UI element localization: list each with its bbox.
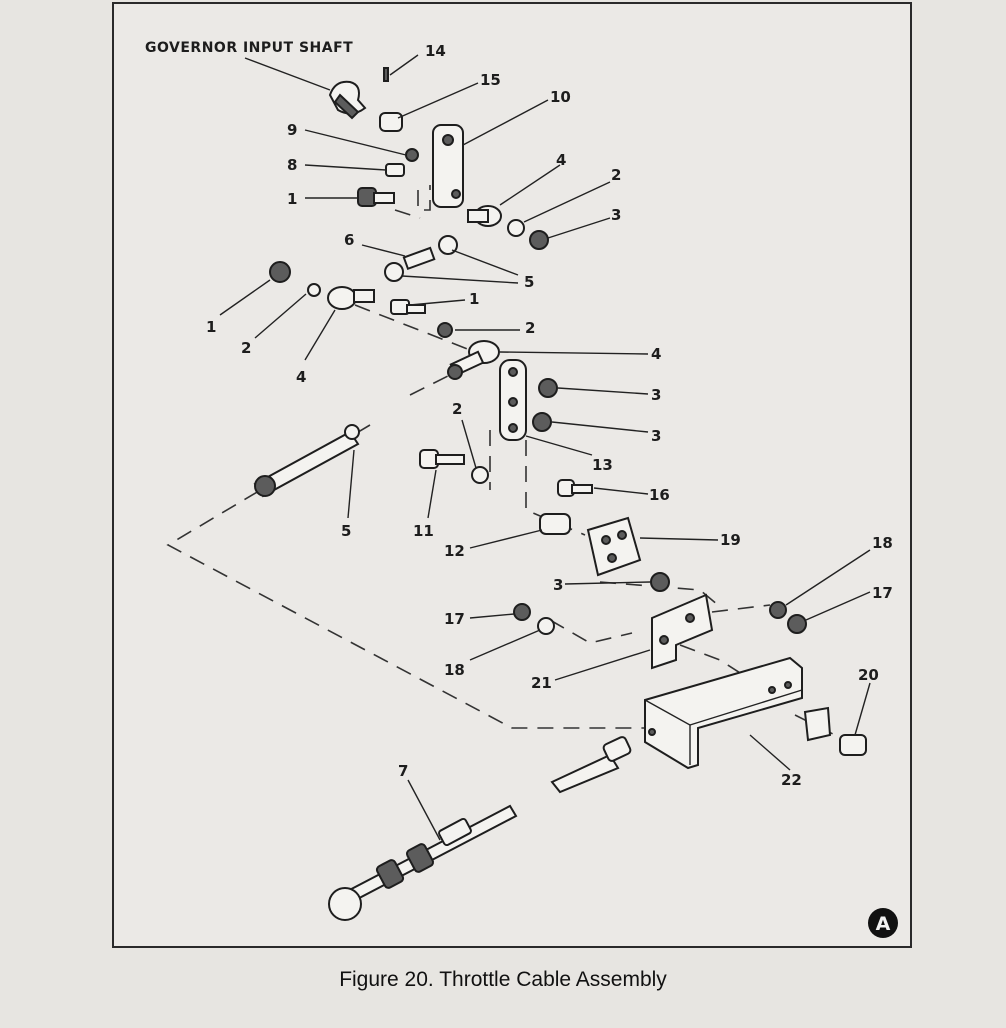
washer-part-2-lower — [471, 466, 489, 484]
washer-part-2-upper — [507, 219, 525, 237]
callout-18-right: 18 — [872, 534, 893, 552]
lever-part-13 — [499, 359, 527, 441]
callout-6: 6 — [344, 231, 354, 249]
washer-part-18-left — [537, 617, 555, 635]
throttle-cable-part-7 — [328, 804, 518, 921]
callout-18-left: 18 — [444, 661, 465, 679]
bolt-part-1-left — [269, 261, 291, 283]
bracket-part-21 — [651, 593, 714, 670]
spacer-part-12 — [539, 513, 571, 535]
callout-15: 15 — [480, 71, 501, 89]
bolt-part-1-middle — [390, 299, 426, 315]
callout-10: 10 — [550, 88, 571, 106]
callout-14: 14 — [425, 42, 446, 60]
callout-5-nuts: 5 — [524, 273, 534, 291]
nut-part-17-left — [513, 603, 531, 621]
callout-7: 7 — [398, 762, 408, 780]
cable-fitting — [550, 736, 632, 794]
rod-end-part-4-lower — [447, 340, 500, 380]
view-marker-letter: A — [876, 913, 891, 935]
leader-lines — [219, 54, 871, 841]
governor-input-shaft-label: GOVERNOR INPUT SHAFT — [145, 40, 353, 56]
support-part-22 — [644, 656, 803, 770]
washer-part-9 — [405, 148, 419, 162]
callout-4-lower: 4 — [651, 345, 661, 363]
assembly-dashed-lines — [166, 185, 836, 736]
nut-part-5-lower — [384, 262, 404, 282]
figure-caption: Figure 20. Throttle Cable Assembly — [339, 968, 667, 991]
bolt-part-1-upper — [357, 187, 395, 207]
view-marker: A — [868, 908, 898, 938]
callout-19: 19 — [720, 531, 741, 549]
stud-part-6 — [402, 246, 436, 271]
washer-part-2-middle — [437, 322, 453, 338]
callout-20: 20 — [858, 666, 879, 684]
callout-13: 13 — [592, 456, 613, 474]
rod-end-part-4-left — [327, 286, 375, 310]
callout-3-b: 3 — [651, 427, 661, 445]
nut-part-15 — [379, 112, 403, 132]
callout-16: 16 — [649, 486, 670, 504]
plate-part-19 — [586, 516, 642, 577]
upper-lever-part-10 — [432, 124, 464, 208]
nut-part-3-b — [532, 412, 552, 432]
callout-2-middle: 2 — [525, 319, 535, 337]
callout-1-middle: 1 — [469, 290, 479, 308]
callout-5-cable-end: 5 — [341, 522, 351, 540]
bolt-part-16 — [557, 479, 593, 497]
figure-frame — [112, 2, 912, 948]
callout-17-left: 17 — [444, 610, 465, 628]
nut-part-3-upper — [529, 230, 549, 250]
governor-input-shaft-part — [328, 80, 367, 120]
callout-3-lower: 3 — [553, 576, 563, 594]
callout-17-right: 17 — [872, 584, 893, 602]
callout-1-left: 1 — [206, 318, 216, 336]
callout-4-upper: 4 — [556, 151, 566, 169]
rod-end-part-4-upper — [467, 205, 502, 227]
callout-2-lower: 2 — [452, 400, 462, 418]
callout-4-left: 4 — [296, 368, 306, 386]
callout-21: 21 — [531, 674, 552, 692]
callout-8: 8 — [287, 156, 297, 174]
pin-part-14 — [383, 67, 389, 82]
screw-part-8 — [385, 163, 405, 177]
cable-end-part-5 — [253, 424, 360, 498]
washer-part-2-left — [307, 283, 321, 297]
nut-part-3-a — [538, 378, 558, 398]
callout-1-upper: 1 — [287, 190, 297, 208]
callout-3-upper: 3 — [611, 206, 621, 224]
exploded-parts-diagram: GOVERNOR INPUT SHAFT 14 15 10 9 8 1 4 2 … — [145, 40, 898, 938]
callout-9: 9 — [287, 121, 297, 139]
washer-part-18-right — [769, 601, 787, 619]
nut-part-17-right — [787, 614, 807, 634]
callout-2-left: 2 — [241, 339, 251, 357]
callout-22: 22 — [781, 771, 802, 789]
clip-part-20 — [803, 706, 867, 756]
callout-labels: 14 15 10 9 8 1 4 2 3 6 5 1 2 1 4 2 4 3 3… — [206, 42, 893, 789]
bolt-part-11 — [419, 449, 465, 469]
callout-3-a: 3 — [651, 386, 661, 404]
callout-12: 12 — [444, 542, 465, 560]
nut-part-3-lower — [650, 572, 670, 592]
callout-2-upper: 2 — [611, 166, 621, 184]
callout-11: 11 — [413, 522, 434, 540]
